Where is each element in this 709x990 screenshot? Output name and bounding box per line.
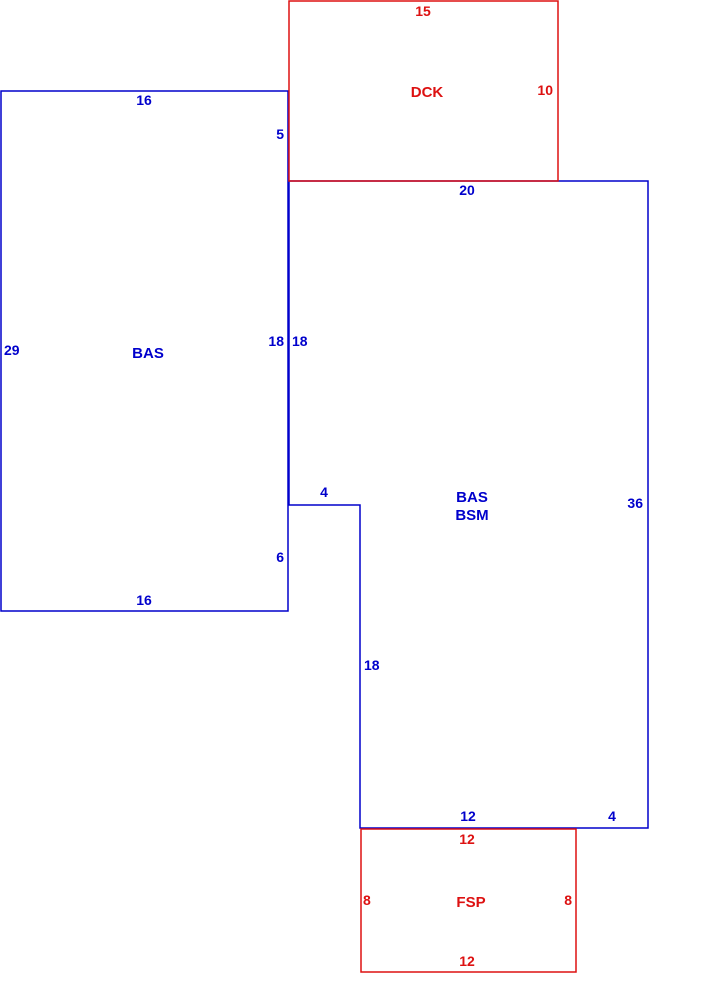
fsp-outline xyxy=(360,828,577,973)
area-label-dck: DCK xyxy=(411,84,444,101)
area-label-bsm: BSM xyxy=(455,507,488,524)
area-label-fsp: FSP xyxy=(456,894,485,911)
dim-main-bottom-right: 4 xyxy=(608,808,616,824)
dim-main-bottom: 12 xyxy=(460,808,476,824)
dim-main-right: 36 xyxy=(627,495,643,511)
dim-fsp-top: 12 xyxy=(459,831,475,847)
dim-dck-right: 10 xyxy=(537,82,553,98)
dim-dck-top: 15 xyxy=(415,3,431,19)
dck-outline xyxy=(288,0,559,182)
dim-main-left-lower: 18 xyxy=(364,657,380,673)
dim-fsp-right: 8 xyxy=(564,892,572,908)
dim-fsp-left: 8 xyxy=(363,892,371,908)
dim-main-notch: 4 xyxy=(320,484,328,500)
bas-main-outline xyxy=(288,180,649,829)
bas-left-outline xyxy=(0,90,289,612)
dim-left-lower-inner: 6 xyxy=(276,549,284,565)
dim-main-top: 20 xyxy=(459,182,475,198)
dim-main-left-upper: 18 xyxy=(292,333,308,349)
dim-left-mid-inner: 18 xyxy=(268,333,284,349)
dim-left-top: 16 xyxy=(136,92,152,108)
dim-fsp-bottom: 12 xyxy=(459,953,475,969)
area-label-bas-left: BAS xyxy=(132,345,164,362)
dim-left-upper-inner: 5 xyxy=(276,126,284,142)
area-label-bas-main: BAS xyxy=(456,489,488,506)
dim-left-side: 29 xyxy=(4,342,20,358)
dim-left-bottom: 16 xyxy=(136,592,152,608)
